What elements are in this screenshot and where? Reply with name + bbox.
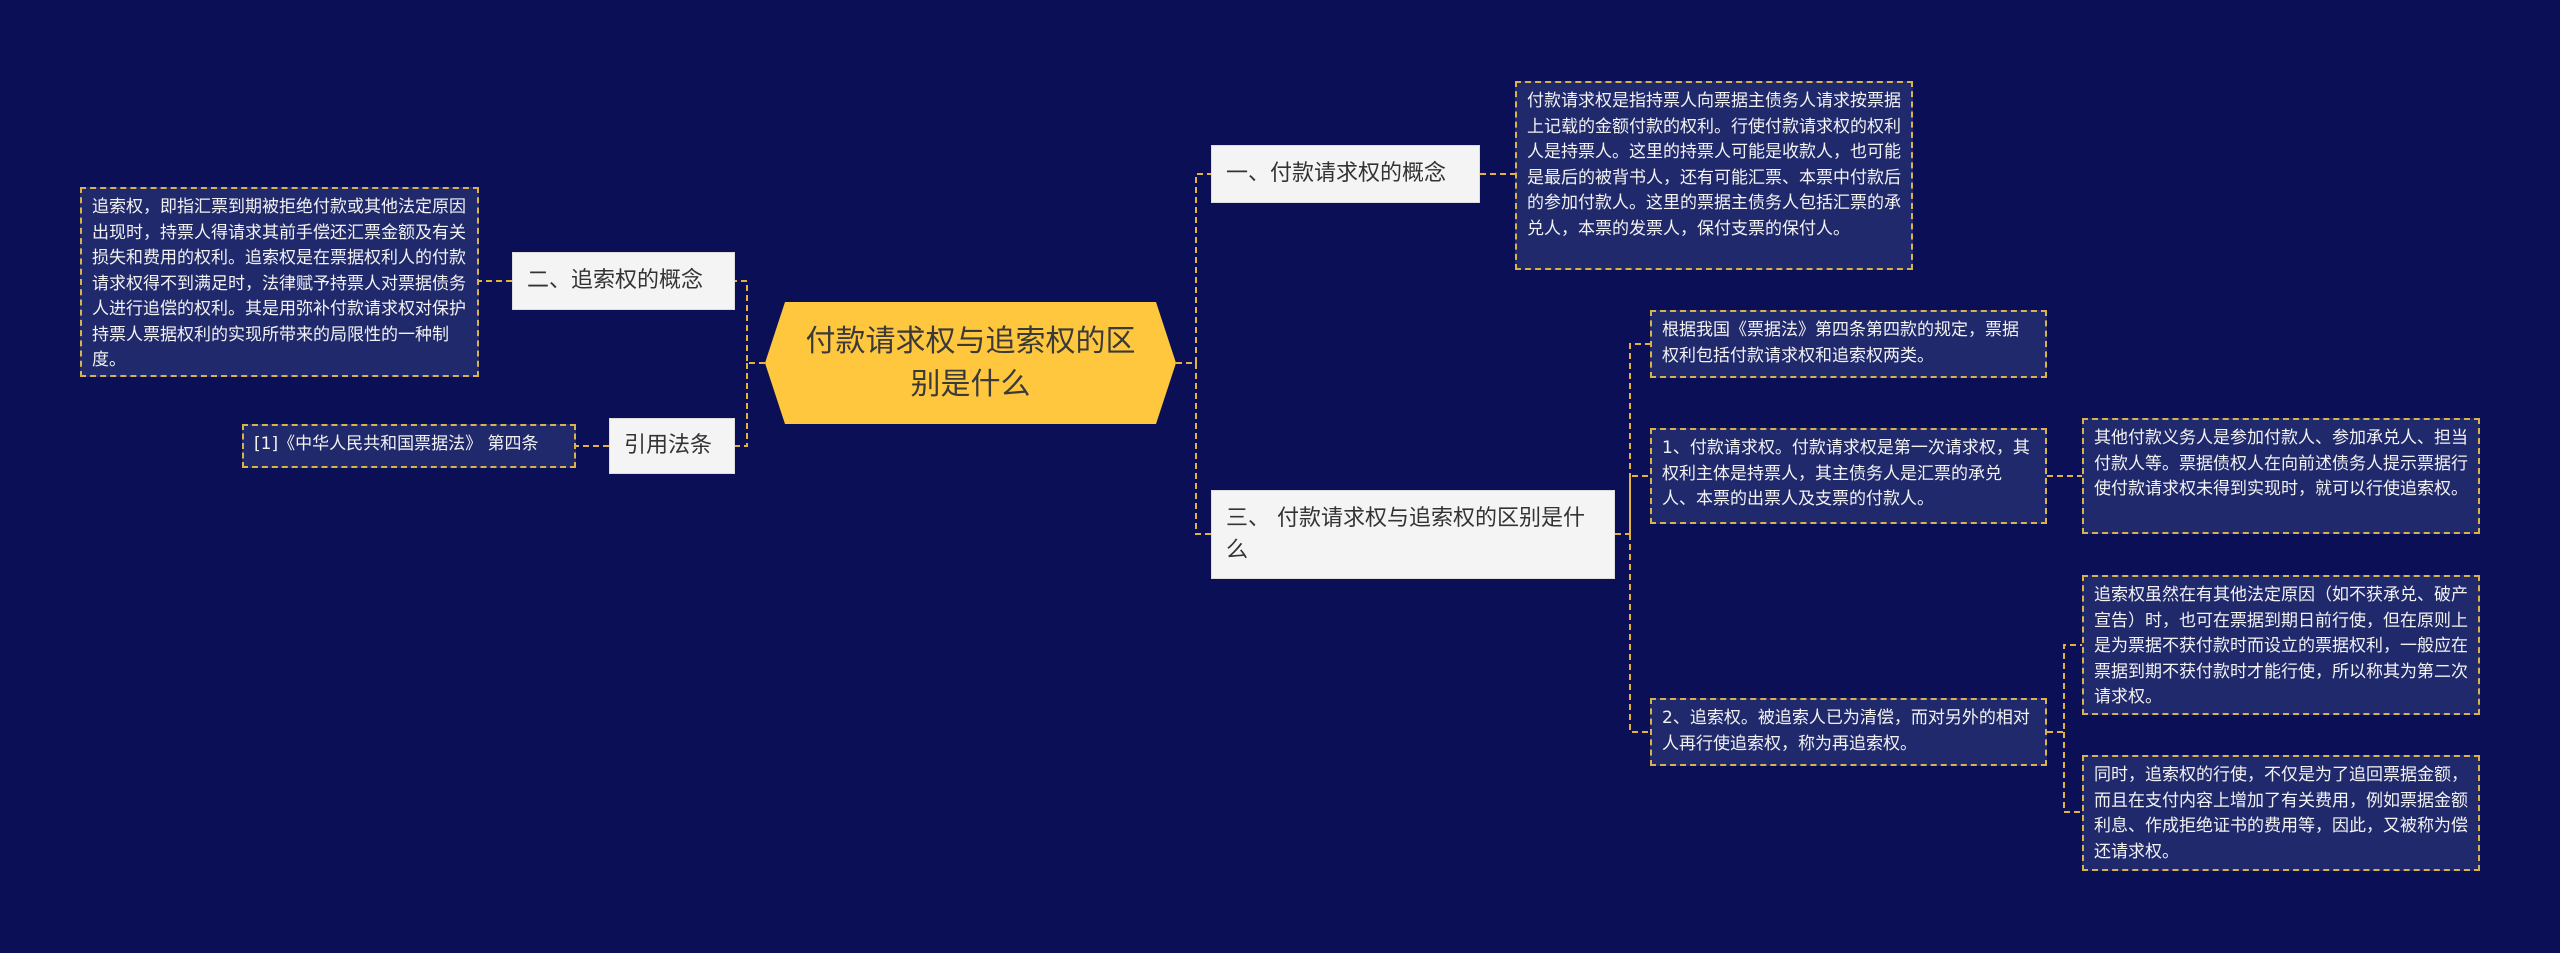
branch-difference[interactable]: 三、 付款请求权与追索权的区别是什么 [1211,490,1615,579]
connector-difference-to-recourse-right [1629,534,1650,733]
payment-right-note[interactable]: 其他付款义务人是参加付款人、参加承兑人、担当付款人等。票据债权人在向前述债务人提… [2082,418,2480,534]
payment-right-item[interactable]: 1、付款请求权。付款请求权是第一次请求权，其权利主体是持票人，其主债务人是汇票的… [1650,428,2047,524]
citation-detail[interactable]: [1]《中华人民共和国票据法》 第四条 [242,424,576,468]
branch-payment-request-concept[interactable]: 一、付款请求权的概念 [1211,145,1480,203]
payment-request-concept-detail[interactable]: 付款请求权是指持票人向票据主债务人请求按票据上记载的金额付款的权利。行使付款请求… [1515,81,1913,270]
connector-root-to-concept-recourse [735,280,765,364]
recourse-right-note-2[interactable]: 同时，追索权的行使，不仅是为了追回票据金额，而且在支付内容上增加了有关费用，例如… [2082,755,2480,871]
connector-root-to-concept-payment [1176,173,1211,364]
connector-recourse-right-to-note-1 [2047,644,2082,733]
root-topic[interactable]: 付款请求权与追索权的区别是什么 [765,302,1176,424]
connector-recourse-right-to-note-2 [2063,732,2082,813]
recourse-right-item[interactable]: 2、追索权。被追索人已为清偿，而对另外的相对人再行使追索权，称为再追索权。 [1650,698,2047,766]
recourse-concept-detail[interactable]: 追索权，即指汇票到期被拒绝付款或其他法定原因出现时，持票人得请求其前手偿还汇票金… [80,187,479,377]
connector-difference-to-intro [1615,343,1650,535]
connector-root-to-difference [1195,363,1211,535]
branch-citation[interactable]: 引用法条 [609,418,735,474]
connector-root-to-citation [735,363,748,447]
difference-intro[interactable]: 根据我国《票据法》第四条第四款的规定，票据权利包括付款请求权和追索权两类。 [1650,310,2047,378]
connector-difference-to-payment-right [1629,475,1650,534]
branch-recourse-concept[interactable]: 二、追索权的概念 [512,252,735,310]
recourse-right-note-1[interactable]: 追索权虽然在有其他法定原因（如不获承兑、破产宣告）时，也可在票据到期日前行使，但… [2082,575,2480,715]
